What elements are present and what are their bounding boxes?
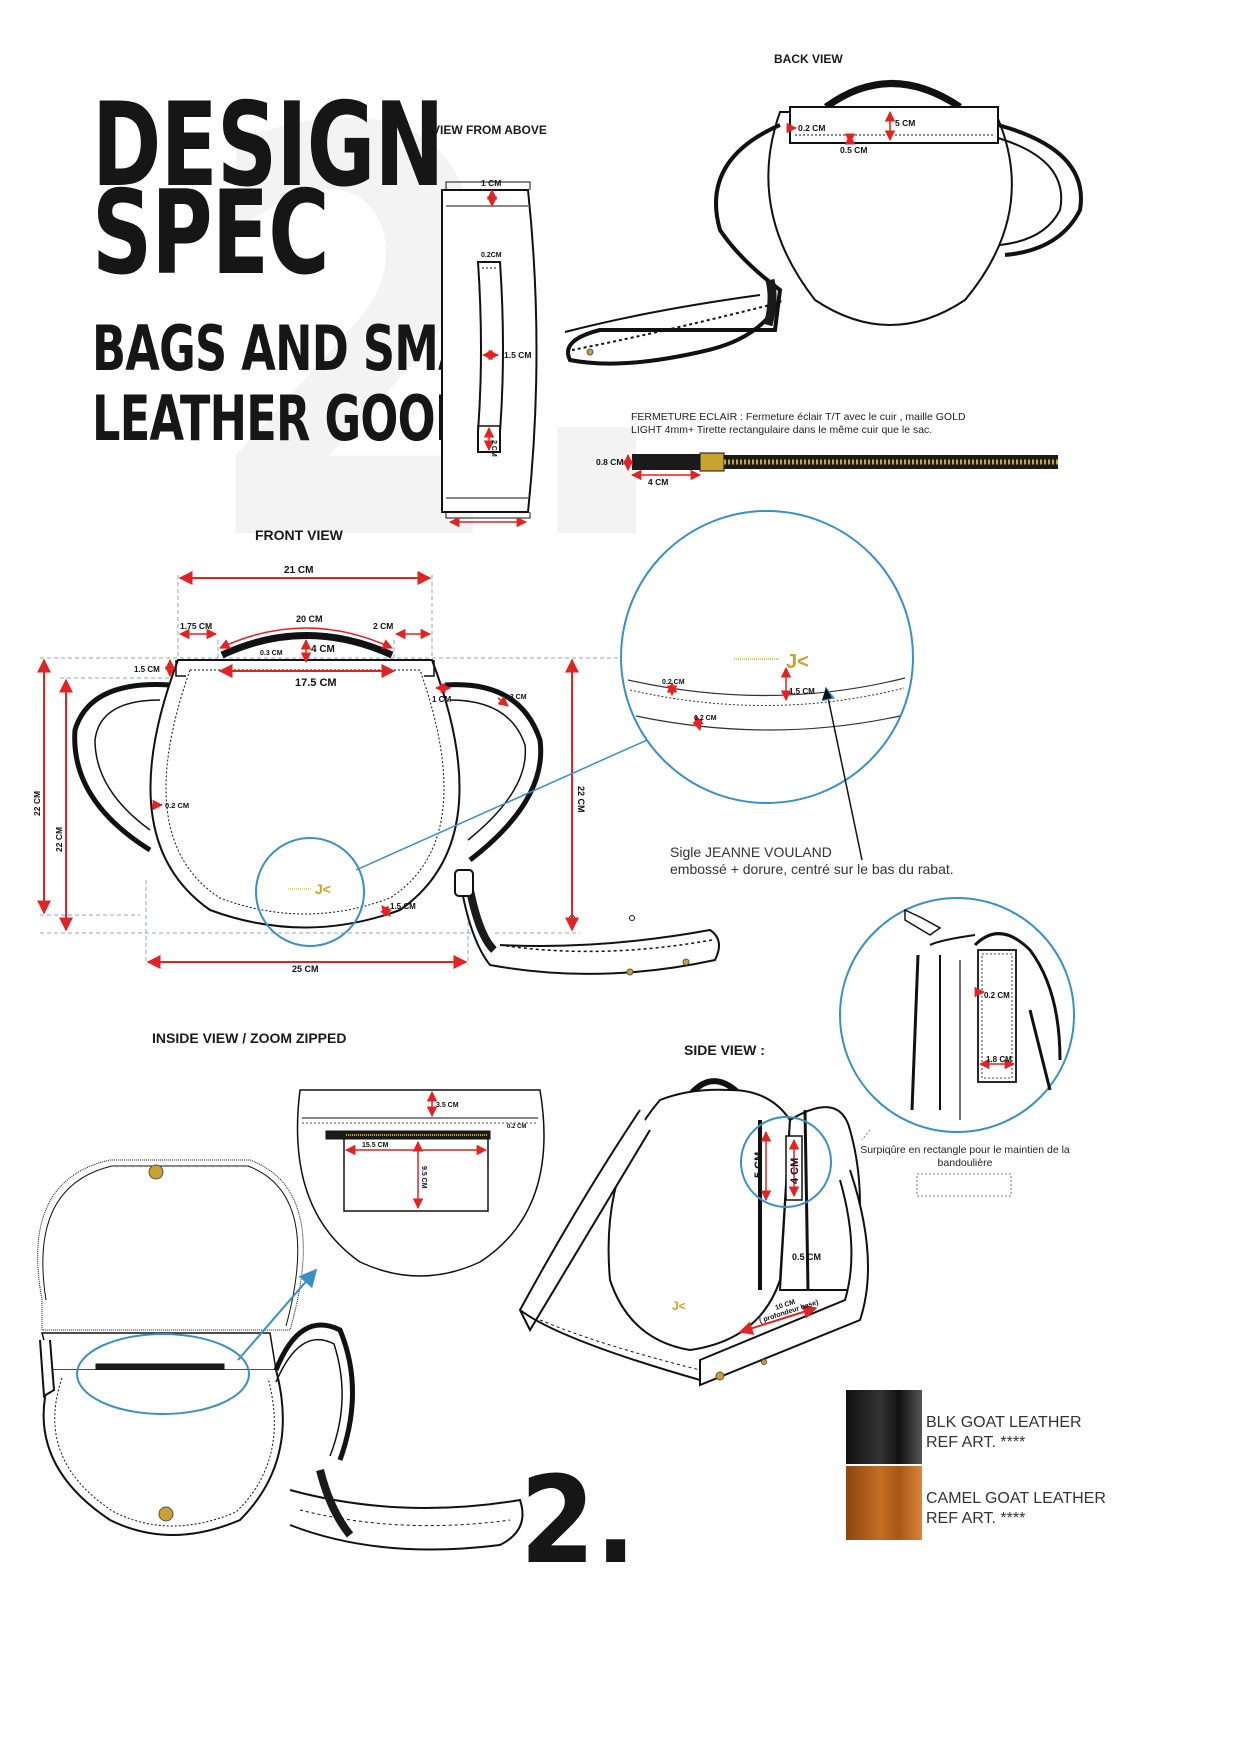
zipper-drawing: 4 CM 0.8 CM bbox=[596, 452, 1058, 487]
material-camel-ref: REF ART. **** bbox=[926, 1510, 1026, 1527]
dim-front-handle-height: 4 CM bbox=[311, 644, 335, 655]
front-view-dimensions: 21 CM 20 CM 1.75 CM 2 CM 0.3 CM 4 CM 17.… bbox=[32, 565, 586, 974]
zipper-note-line2: LIGHT 4mm+ Tirette rectangulaire dans le… bbox=[631, 424, 933, 436]
dim-front-corner: 1.5 CM bbox=[390, 902, 416, 911]
material-black-ref: REF ART. **** bbox=[926, 1434, 1026, 1451]
dim-side-height: 5 CM bbox=[753, 1152, 765, 1178]
dim-front-strap-edge: 0.3 CM bbox=[504, 694, 527, 701]
dim-side-stitch: 0.2 CM bbox=[984, 991, 1010, 1000]
dim-front-right-gap: 2 CM bbox=[373, 621, 393, 631]
logo-note-line1: Sigle JEANNE VOULAND bbox=[670, 844, 832, 860]
dim-front-right-inset: 1 CM bbox=[432, 695, 451, 704]
back-view-dimensions: 5 CM 0.2 CM 0.5 CM bbox=[786, 110, 915, 155]
dim-front-bottom-width: 25 CM bbox=[292, 964, 319, 974]
material-black-name: BLK GOAT LEATHER bbox=[926, 1414, 1082, 1431]
dim-side-edge: 0.5 CM bbox=[792, 1252, 821, 1262]
strap-zoom bbox=[839, 897, 1075, 1197]
side-logo: J< bbox=[672, 1299, 686, 1313]
dim-above-handle-width: 1.5 CM bbox=[504, 350, 531, 360]
dim-front-handle-length: 20 CM bbox=[296, 614, 323, 624]
above-view-dimensions: 1 CM 0.2CM 1.5 CM 2 CM bbox=[448, 178, 531, 528]
front-view-drawing bbox=[40, 575, 720, 976]
dim-zoom-logo-edge2: 0.2 CM bbox=[694, 715, 717, 722]
dim-back-flap-height: 5 CM bbox=[895, 118, 915, 128]
dim-zip-height: 0.8 CM bbox=[596, 457, 623, 467]
dim-front-height-outer: 22 CM bbox=[32, 791, 42, 816]
front-logo: J< bbox=[315, 881, 331, 897]
dim-zoom-logo-height: 1.5 CM bbox=[789, 687, 815, 696]
subtitle-line2: LEATHER GOODS bbox=[92, 382, 503, 455]
dim-inside-top: 3.5 CM bbox=[436, 1102, 459, 1109]
page-number: 2. bbox=[520, 1452, 637, 1591]
strap-note: Surpiqûre en rectangle pour le maintien … bbox=[858, 1144, 1072, 1170]
background-watermark: 2. bbox=[200, 14, 682, 666]
label-inside-view: INSIDE VIEW / ZOOM ZIPPED bbox=[152, 1030, 347, 1046]
side-view-drawing bbox=[518, 1078, 869, 1387]
strap-note-line2: bandoulière bbox=[937, 1157, 993, 1169]
dim-above-handle-base: 2 CM bbox=[490, 440, 497, 457]
dim-above-top: 1 CM bbox=[481, 178, 501, 188]
dim-inside-edge: 0.2 CM bbox=[507, 1124, 526, 1130]
dim-front-left-gap: 1.75 CM bbox=[180, 621, 212, 631]
dim-front-handle-thickness: 0.3 CM bbox=[260, 650, 283, 657]
dim-zoom-logo-edge1: 0.2 CM bbox=[662, 679, 685, 686]
dim-side-loop: 1.8 CM bbox=[986, 1055, 1012, 1064]
open-bag-drawing bbox=[37, 1159, 524, 1551]
inside-panel-dimensions: 3.5 CM 0.2 CM 15.5 CM 9.5 CM bbox=[344, 1090, 526, 1210]
zoom-logo: J< bbox=[786, 651, 809, 673]
material-camel: CAMEL GOAT LEATHER REF ART. **** bbox=[926, 1489, 1106, 1529]
label-view-from-above: VIEW FROM ABOVE bbox=[432, 123, 547, 137]
dim-front-height-inner: 22 CM bbox=[54, 827, 64, 852]
zipper-note: FERMETURE ECLAIR : Fermeture éclair T/T … bbox=[631, 411, 966, 437]
logo-note-line2: embossé + dorure, centré sur le bas du r… bbox=[670, 861, 954, 877]
swatch-camel-leather bbox=[846, 1466, 922, 1540]
dim-front-height-right: 22 CM bbox=[576, 786, 586, 813]
label-back-view: BACK VIEW bbox=[774, 52, 843, 66]
title-line2: SPEC bbox=[92, 166, 330, 301]
strap-note-line1: Surpiqûre en rectangle pour le maintien … bbox=[860, 1144, 1070, 1156]
logo-zoom bbox=[255, 510, 914, 947]
dim-inside-pocket-width: 15.5 CM bbox=[362, 1142, 389, 1149]
title-line1: DESIGN bbox=[92, 78, 444, 213]
label-side-view: SIDE VIEW : bbox=[684, 1042, 765, 1058]
dim-back-stitch: 0.5 CM bbox=[840, 145, 867, 155]
dim-front-top-drop: 1.5 CM bbox=[134, 665, 160, 674]
dim-front-width-top: 21 CM bbox=[284, 565, 313, 576]
dim-front-flap-stitch: 0.2 CM bbox=[165, 801, 189, 810]
dim-above-handle-edge: 0.2CM bbox=[481, 252, 502, 259]
back-view-drawing bbox=[564, 80, 1083, 366]
dim-front-handle-base: 17.5 CM bbox=[295, 677, 337, 689]
dim-zip-pull: 4 CM bbox=[648, 477, 668, 487]
dim-back-edge: 0.2 CM bbox=[798, 123, 825, 133]
material-black: BLK GOAT LEATHER REF ART. **** bbox=[926, 1413, 1082, 1453]
logo-note: Sigle JEANNE VOULAND embossé + dorure, c… bbox=[670, 844, 954, 878]
swatch-black-leather bbox=[846, 1390, 922, 1464]
dim-inside-pocket-height: 9.5 CM bbox=[420, 1166, 427, 1189]
label-front-view: FRONT VIEW bbox=[255, 527, 343, 543]
material-camel-name: CAMEL GOAT LEATHER bbox=[926, 1490, 1106, 1507]
dim-side-loop-height: 4 CM bbox=[789, 1158, 801, 1184]
zipper-note-line1: FERMETURE ECLAIR : Fermeture éclair T/T … bbox=[631, 411, 966, 423]
